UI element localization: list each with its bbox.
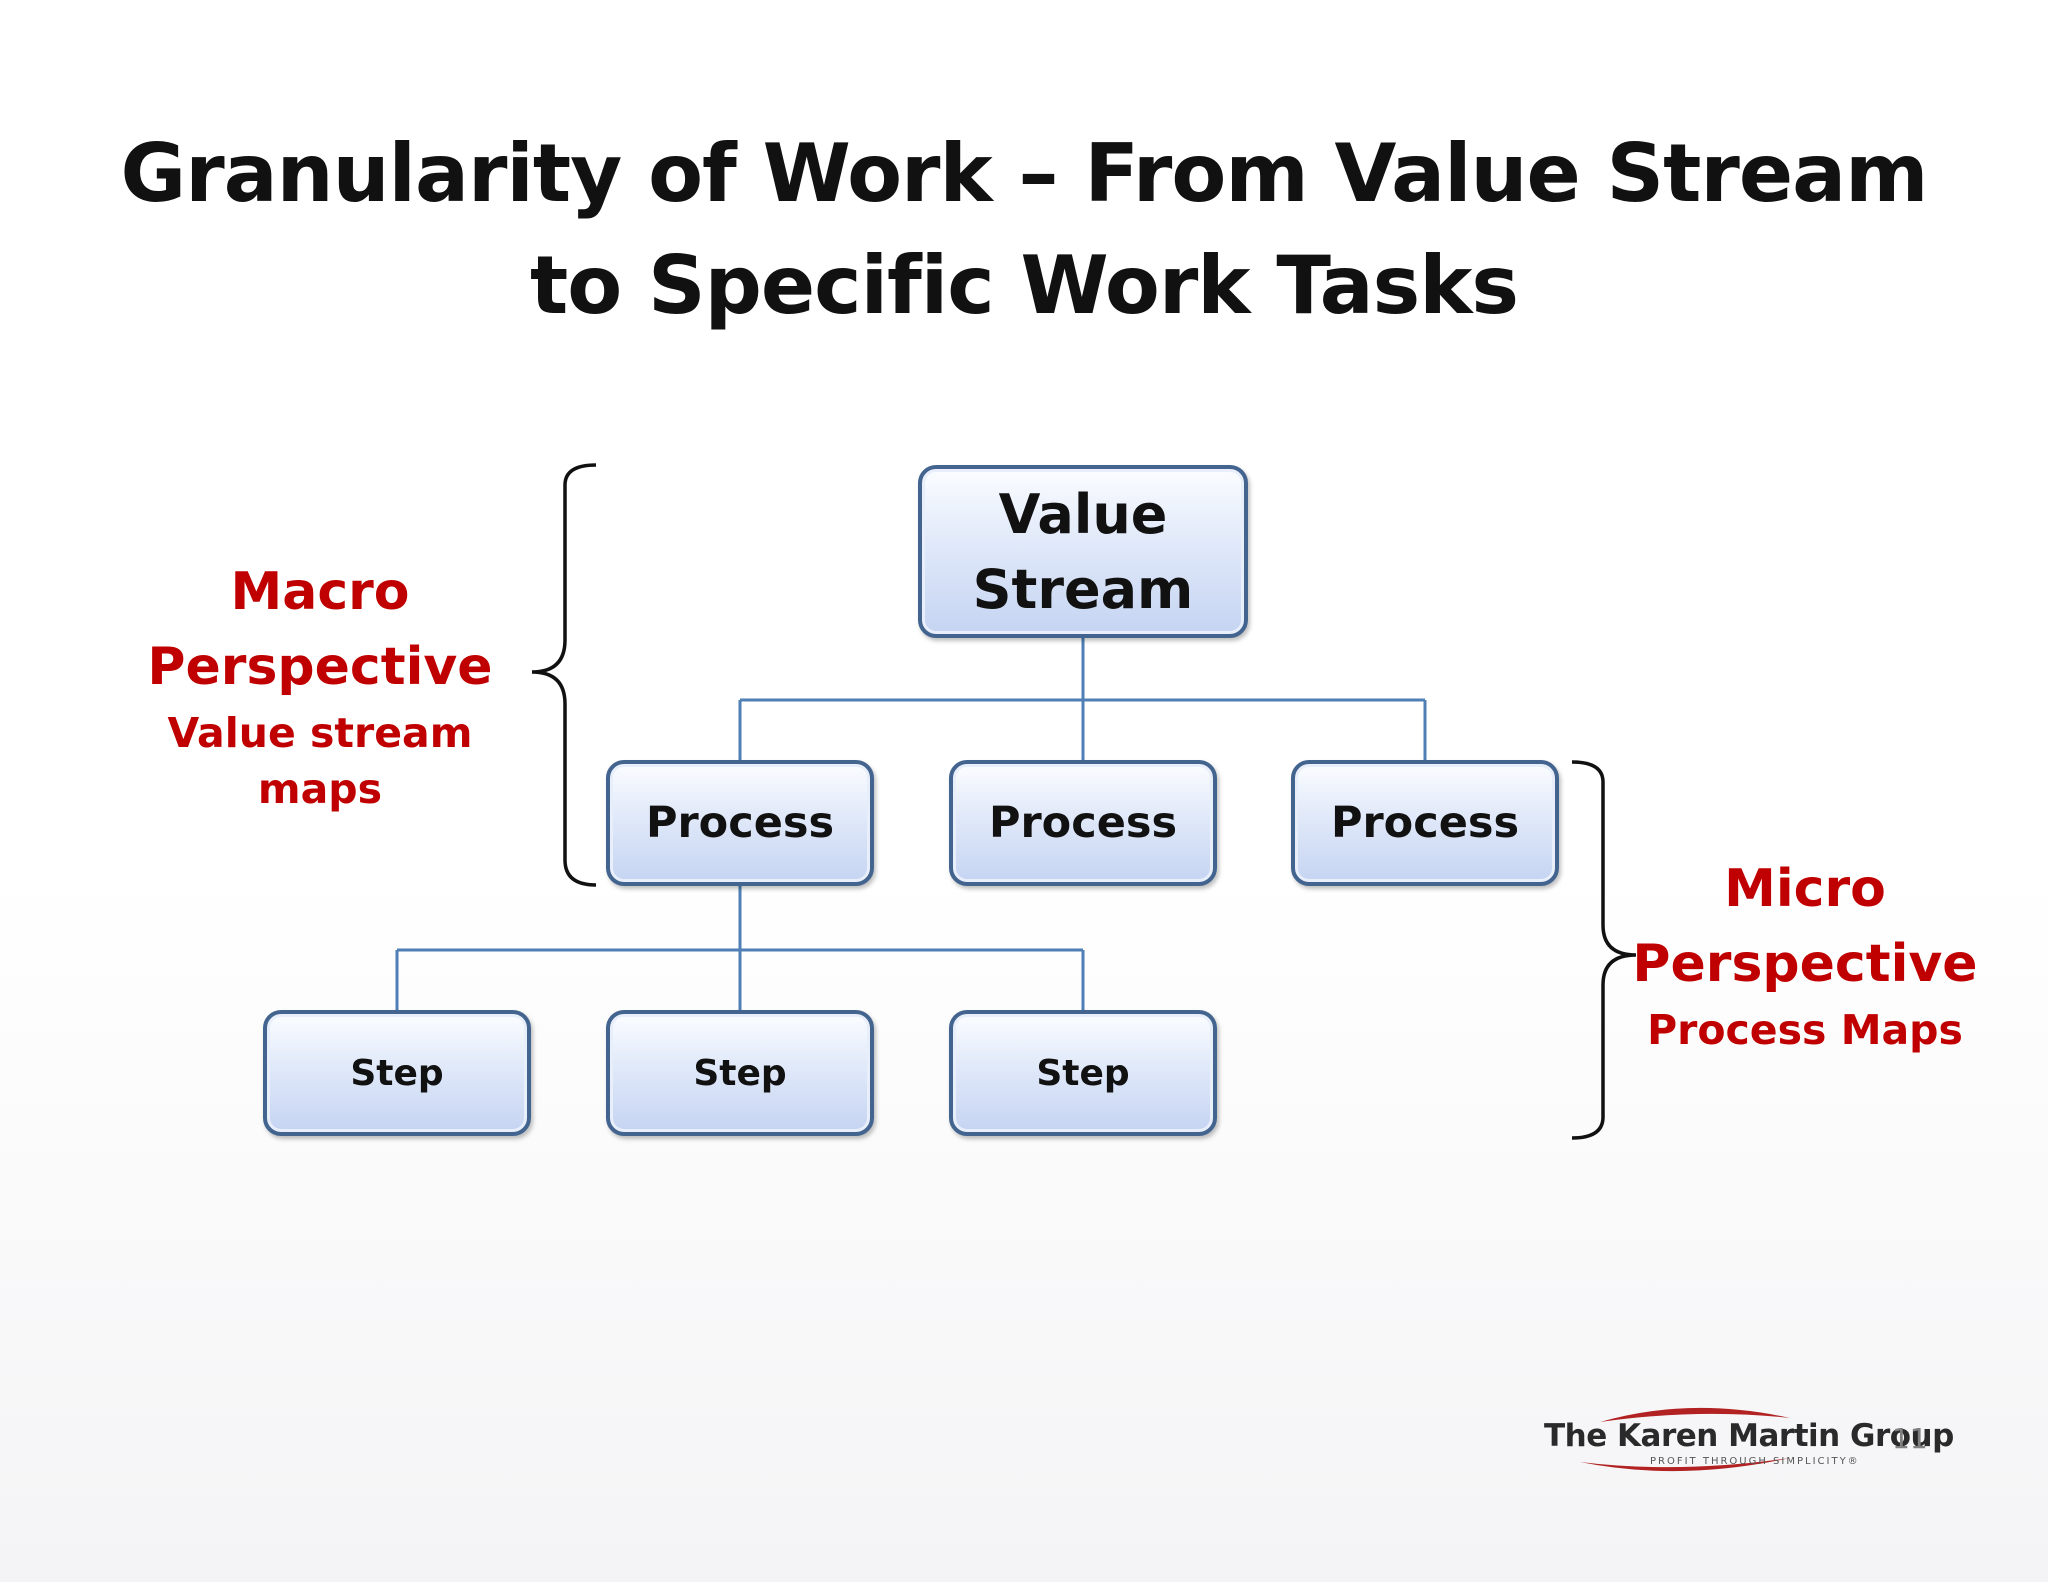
page-number: 11 <box>1892 1422 1928 1455</box>
step-node-3: Step <box>949 1010 1217 1136</box>
value-stream-label-line-1: Value <box>998 482 1168 546</box>
value-stream-label-line-2: Stream <box>972 557 1194 621</box>
logo-name: The Karen Martin Group <box>1544 1418 1954 1454</box>
process-node-1: Process <box>606 760 874 886</box>
step-node-1: Step <box>263 1010 531 1136</box>
slide-title-line-1: Granularity of Work – From Value Stream <box>120 127 1929 220</box>
connector-root-to-processes <box>738 638 1427 760</box>
macro-title-line-1: Macro <box>230 562 410 622</box>
process-node-3: Process <box>1291 760 1559 886</box>
slide-title-line-2: to Specific Work Tasks <box>529 239 1519 332</box>
macro-brace-icon <box>531 463 597 887</box>
macro-subtitle: Value stream maps <box>167 709 473 813</box>
macro-perspective-label: Macro Perspective Value stream maps <box>100 555 540 817</box>
connector-process-to-steps <box>395 886 1085 1010</box>
process-node-2: Process <box>949 760 1217 886</box>
logo-tagline: PROFIT THROUGH SIMPLICITY® <box>1650 1456 1860 1467</box>
macro-title-line-2: Perspective <box>147 637 493 697</box>
logo-swoosh-icon <box>1580 1407 1790 1472</box>
micro-subtitle: Process Maps <box>1647 1006 1963 1054</box>
slide-title: Granularity of Work – From Value Stream … <box>0 118 2048 342</box>
micro-brace-icon <box>1571 760 1637 1140</box>
karen-martin-group-logo: The Karen Martin Group PROFIT THROUGH SI… <box>1540 1400 1954 1480</box>
step-node-2: Step <box>606 1010 874 1136</box>
value-stream-node: Value Stream <box>918 465 1248 638</box>
micro-title-line-1: Micro <box>1724 859 1886 919</box>
micro-perspective-label: Micro Perspective Process Maps <box>1630 852 1980 1058</box>
micro-title-line-2: Perspective <box>1632 934 1978 994</box>
